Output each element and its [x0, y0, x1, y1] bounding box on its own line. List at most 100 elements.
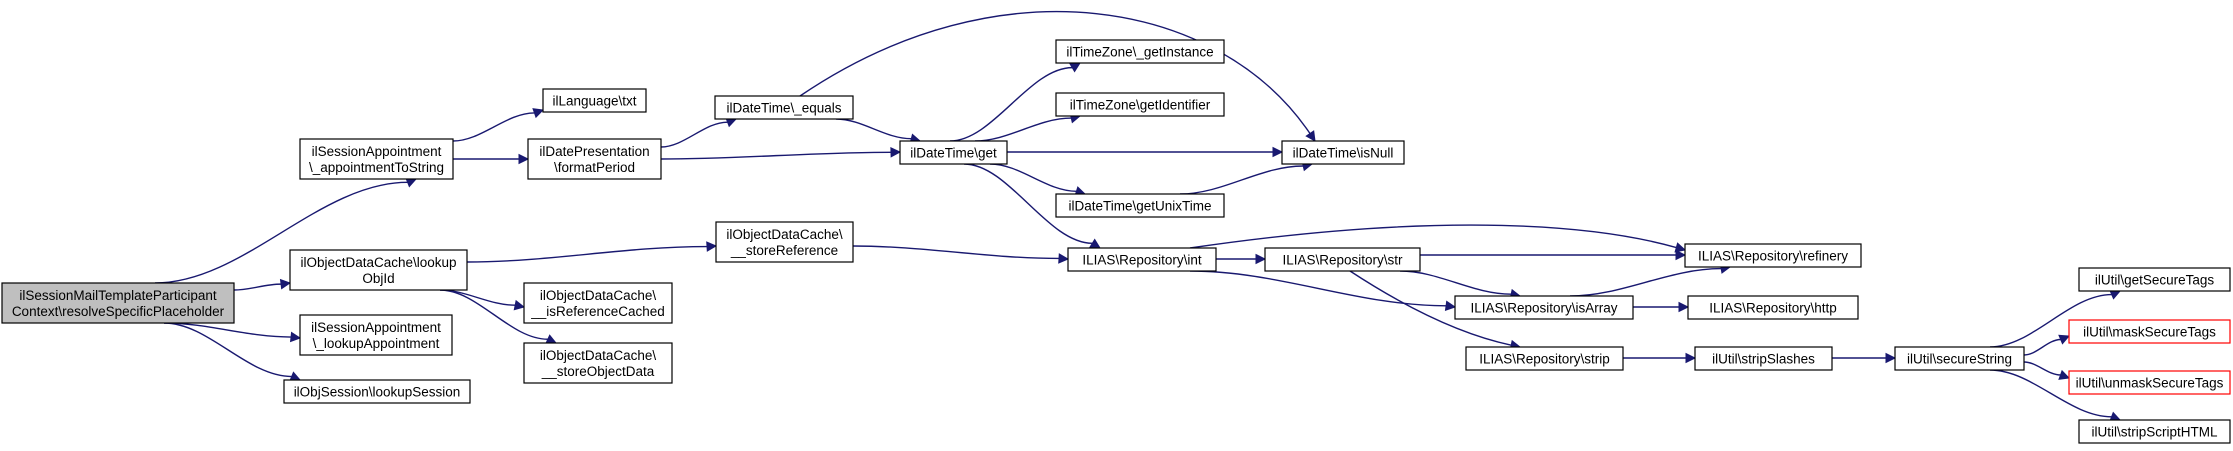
node-label: ilObjectDataCache\	[540, 288, 657, 303]
node-n4[interactable]: ilObjSession\lookupSession	[283, 379, 471, 404]
arrowhead	[2058, 369, 2071, 380]
node-label: ilObjectDataCache\	[540, 348, 657, 363]
node-n10[interactable]: ilDateTime\_equals	[714, 95, 854, 120]
node-label: \_appointmentToString	[309, 160, 444, 175]
node-label: ObjId	[362, 271, 394, 286]
arrowhead	[1069, 62, 1081, 73]
node-n9[interactable]: ilObjectDataCache\__storeObjectData	[523, 342, 673, 384]
arrowhead	[706, 241, 718, 252]
node-label: ILIAS\Repository\int	[1082, 253, 1202, 268]
node-label: __isReferenceCached	[530, 304, 665, 319]
edge-line	[1399, 270, 1512, 295]
node-n25[interactable]: ilUtil\maskSecureTags	[2068, 319, 2231, 344]
node-box	[1055, 39, 1225, 64]
node-n1[interactable]: ilSessionAppointment\_appointmentToStrin…	[299, 138, 454, 180]
edge-n18-to-n20	[1569, 263, 1732, 297]
node-box	[2078, 419, 2231, 444]
node-n24[interactable]: ilUtil\getSecureTags	[2078, 267, 2231, 292]
node-box	[1264, 247, 1421, 272]
node-label: ILIAS\Repository\isArray	[1470, 301, 1617, 316]
arrowhead	[2058, 334, 2071, 345]
edge-line	[963, 163, 1093, 244]
edge-line	[799, 10, 1311, 134]
arrowhead	[1685, 352, 1697, 364]
node-n13[interactable]: ilTimeZone\_getInstance	[1055, 39, 1225, 64]
node-n17[interactable]: ILIAS\Repository\str	[1264, 247, 1421, 272]
node-n22[interactable]: ilUtil\stripSlashes	[1694, 346, 1833, 371]
node-label: ilUtil\secureString	[1907, 352, 2012, 367]
node-n26[interactable]: ilUtil\unmaskSecureTags	[2068, 370, 2231, 395]
arrowhead	[1272, 146, 1284, 158]
node-n8[interactable]: ilObjectDataCache\__isReferenceCached	[523, 282, 673, 324]
edge-line	[1189, 224, 1677, 249]
edge-n11-to-n14	[974, 113, 1082, 142]
arrowhead	[279, 278, 292, 290]
node-box	[1067, 247, 1217, 272]
edges-layer	[154, 10, 2122, 422]
node-box	[523, 342, 673, 384]
edge-n17-to-n20	[1420, 249, 1687, 261]
node-n16[interactable]: ilDateTime\isNull	[1281, 140, 1405, 165]
edge-n10-to-n16	[799, 10, 1316, 142]
edge-n1-to-n6	[453, 153, 530, 165]
node-n14[interactable]: ilTimeZone\getIdentifier	[1055, 92, 1225, 117]
node-n23[interactable]: ilUtil\secureString	[1894, 346, 2025, 371]
node-n18[interactable]: ILIAS\Repository\isArray	[1454, 295, 1634, 320]
node-label: ilSessionMailTemplateParticipant	[19, 288, 217, 303]
arrowhead	[1305, 130, 1316, 142]
node-label: \formatPeriod	[554, 160, 635, 175]
node-n6[interactable]: ilDatePresentation\formatPeriod	[527, 138, 662, 180]
node-label: ilDateTime\_equals	[726, 101, 841, 116]
edge-n15-to-n16	[1179, 160, 1314, 195]
node-label: ILIAS\Repository\str	[1282, 253, 1403, 268]
edge-n23-to-n25	[2023, 334, 2071, 356]
node-box	[527, 138, 662, 180]
node-n21[interactable]: ILIAS\Repository\http	[1687, 295, 1859, 320]
node-n11[interactable]: ilDateTime\get	[899, 140, 1008, 165]
node-n20[interactable]: ILIAS\Repository\refinery	[1684, 243, 1862, 268]
node-label: ilObjectDataCache\lookup	[300, 255, 456, 270]
node-label: ilDateTime\getUnixTime	[1068, 199, 1211, 214]
arrowhead	[518, 153, 530, 165]
node-box	[299, 314, 453, 356]
edge-n12-to-n17	[1216, 253, 1267, 265]
node-box	[1894, 346, 2025, 371]
node-n5[interactable]: ilLanguage\txt	[542, 88, 647, 113]
arrowhead	[513, 299, 526, 311]
node-box	[1, 282, 235, 324]
arrowhead	[1675, 249, 1687, 261]
edge-n0-to-n2	[233, 278, 292, 291]
edge-line	[2023, 338, 2061, 356]
node-n15[interactable]: ilDateTime\getUnixTime	[1055, 193, 1225, 218]
arrowhead	[1444, 300, 1457, 311]
node-n27[interactable]: ilUtil\stripScriptHTML	[2078, 419, 2231, 444]
node-label: ilDatePresentation	[539, 144, 649, 159]
edge-n12-to-n20	[1189, 224, 1687, 253]
node-box	[1684, 243, 1862, 268]
node-n12[interactable]: ILIAS\Repository\int	[1067, 247, 1217, 272]
edge-line	[154, 181, 408, 284]
node-n3[interactable]: ilSessionAppointment\_lookupAppointment	[299, 314, 453, 356]
edge-n22-to-n23	[1832, 352, 1897, 364]
node-box	[1465, 346, 1624, 371]
node-label: __storeReference	[730, 243, 838, 258]
edge-line	[452, 112, 535, 142]
node-label: ilDateTime\isNull	[1293, 146, 1394, 161]
edge-line	[660, 151, 892, 160]
edge-n11-to-n15	[989, 163, 1087, 197]
node-n7[interactable]: ilObjectDataCache\__storeReference	[715, 221, 854, 263]
node-n0[interactable]: ilSessionMailTemplateParticipantContext\…	[1, 282, 235, 324]
node-box	[1694, 346, 1833, 371]
node-box	[1454, 295, 1634, 320]
edge-n17-to-n18	[1399, 270, 1522, 300]
node-label: ilObjectDataCache\	[726, 227, 843, 242]
arrowhead	[1089, 238, 1101, 249]
node-label: ilUtil\getSecureTags	[2095, 273, 2215, 288]
node-n19[interactable]: ILIAS\Repository\strip	[1465, 346, 1624, 371]
edge-line	[439, 289, 548, 340]
node-label: ilTimeZone\getIdentifier	[1070, 98, 1211, 113]
node-box	[1687, 295, 1859, 320]
node-box	[715, 221, 854, 263]
